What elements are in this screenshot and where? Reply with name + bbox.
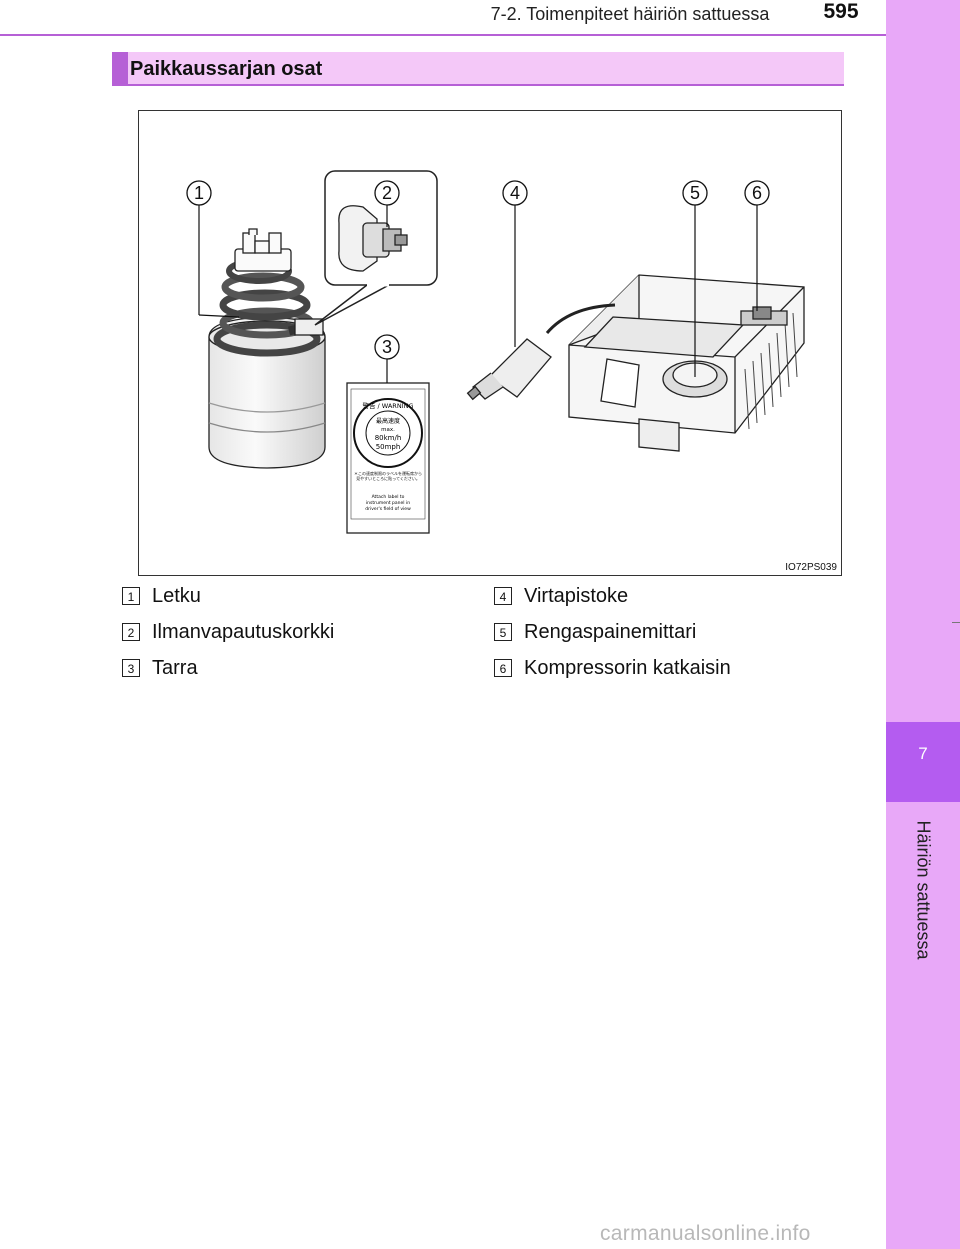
power-plug-drawing: [466, 303, 616, 401]
callout-2: 2: [374, 180, 400, 206]
legend-number: 6: [494, 659, 512, 677]
speed-label-sticker: 警告 / WARNING 最高速度 max. 80km/h 50mph ＊この速…: [346, 382, 430, 534]
label-kmh-text: 80km/h: [375, 434, 402, 442]
label-note-en-2: instrument panel in: [366, 500, 410, 506]
callout-5: 5: [682, 180, 708, 206]
hose-coil-drawing: [213, 258, 324, 357]
legend-label: Letku: [152, 585, 201, 607]
legend-number: 1: [122, 587, 140, 605]
subheading-bar: Paikkaussarjan osat: [112, 52, 844, 86]
svg-text:1: 1: [194, 183, 204, 203]
subheading: Paikkaussarjan osat: [130, 58, 323, 80]
label-note-en-3: driver's field of view: [365, 506, 411, 512]
callout-3: 3: [374, 334, 400, 360]
legend-label: Tarra: [152, 657, 198, 679]
svg-text:6: 6: [752, 183, 762, 203]
legend-number: 2: [122, 623, 140, 641]
legend-number: 4: [494, 587, 512, 605]
legend-label: Virtapistoke: [524, 585, 629, 607]
watermark: carmanualsonline.info: [600, 1222, 811, 1245]
figure-code: IO72PS039: [785, 562, 837, 573]
svg-text:5: 5: [690, 183, 700, 203]
label-warning-text: 警告 / WARNING: [362, 401, 413, 410]
leader-lines: [198, 205, 758, 383]
tab-mark: [952, 622, 960, 623]
legend-number: 3: [122, 659, 140, 677]
label-max-text: max.: [381, 427, 395, 433]
legend-label: Ilmanvapautuskorkki: [152, 621, 335, 643]
svg-text:4: 4: [510, 183, 520, 203]
svg-text:2: 2: [382, 183, 392, 203]
callout-4: 4: [502, 180, 528, 206]
label-note-en-1: Attach label to: [372, 494, 405, 500]
section-title: 7-2. Toimenpiteet häiriön sattuessa: [490, 4, 770, 24]
detail-bubble: [314, 170, 438, 326]
label-note-jp: ＊この速度制限のラベルを運転席から見やすいところに貼ってください。: [354, 471, 422, 481]
side-tab: [886, 0, 960, 1249]
svg-text:3: 3: [382, 337, 392, 357]
cap-drawing: [234, 228, 292, 272]
chapter-number: 7: [886, 722, 960, 802]
page-number: 595: [798, 0, 884, 26]
compressor-drawing: [568, 274, 805, 452]
label-mph-text: 50mph: [376, 443, 401, 451]
callout-6: 6: [744, 180, 770, 206]
figure-frame: 警告 / WARNING 最高速度 max. 80km/h 50mph ＊この速…: [138, 110, 842, 576]
legend-number: 5: [494, 623, 512, 641]
legend-label: Rengaspainemittari: [524, 621, 697, 643]
chapter-name: Häiriön sattuessa: [913, 820, 934, 960]
header-rule: [0, 34, 886, 36]
legend-label: Kompressorin katkaisin: [524, 657, 731, 679]
label-title-text: 最高速度: [376, 417, 400, 425]
callout-1: 1: [186, 180, 212, 206]
sealant-bottle-drawing: [208, 316, 326, 469]
repair-kit-illustration: 警告 / WARNING 最高速度 max. 80km/h 50mph ＊この速…: [186, 170, 805, 534]
